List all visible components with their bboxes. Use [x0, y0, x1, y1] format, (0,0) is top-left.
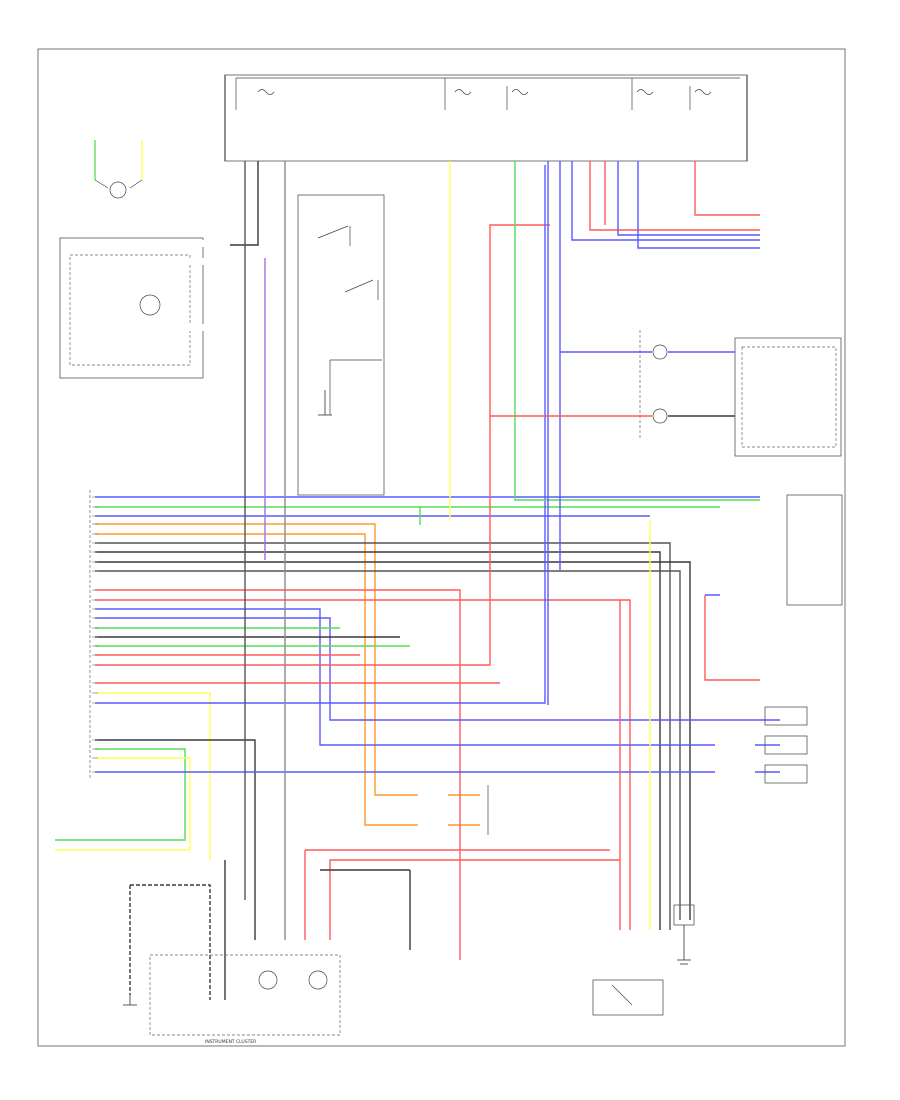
bus-wires [55, 165, 780, 960]
fuse-box [224, 74, 748, 162]
vertical-wires [190, 161, 760, 940]
instrument-cluster-label: INSTRUMENT CLUSTER [205, 1039, 256, 1045]
ignition-switch [297, 194, 385, 496]
instrument-cluster: INSTRUMENT CLUSTER [149, 954, 341, 1045]
ground-symbols [123, 390, 332, 1006]
ground-connector [673, 904, 695, 965]
connector-pins [92, 496, 98, 773]
dash-switch [59, 237, 204, 379]
clutch-switch [639, 330, 668, 440]
right-sensors [764, 706, 808, 784]
diagram-frame [37, 48, 846, 1047]
illumination-lamp [94, 140, 143, 199]
wire-tags [188, 240, 760, 828]
brake-switch [786, 494, 843, 606]
bottom-switch [592, 979, 664, 1016]
main-switch-box [734, 337, 842, 457]
